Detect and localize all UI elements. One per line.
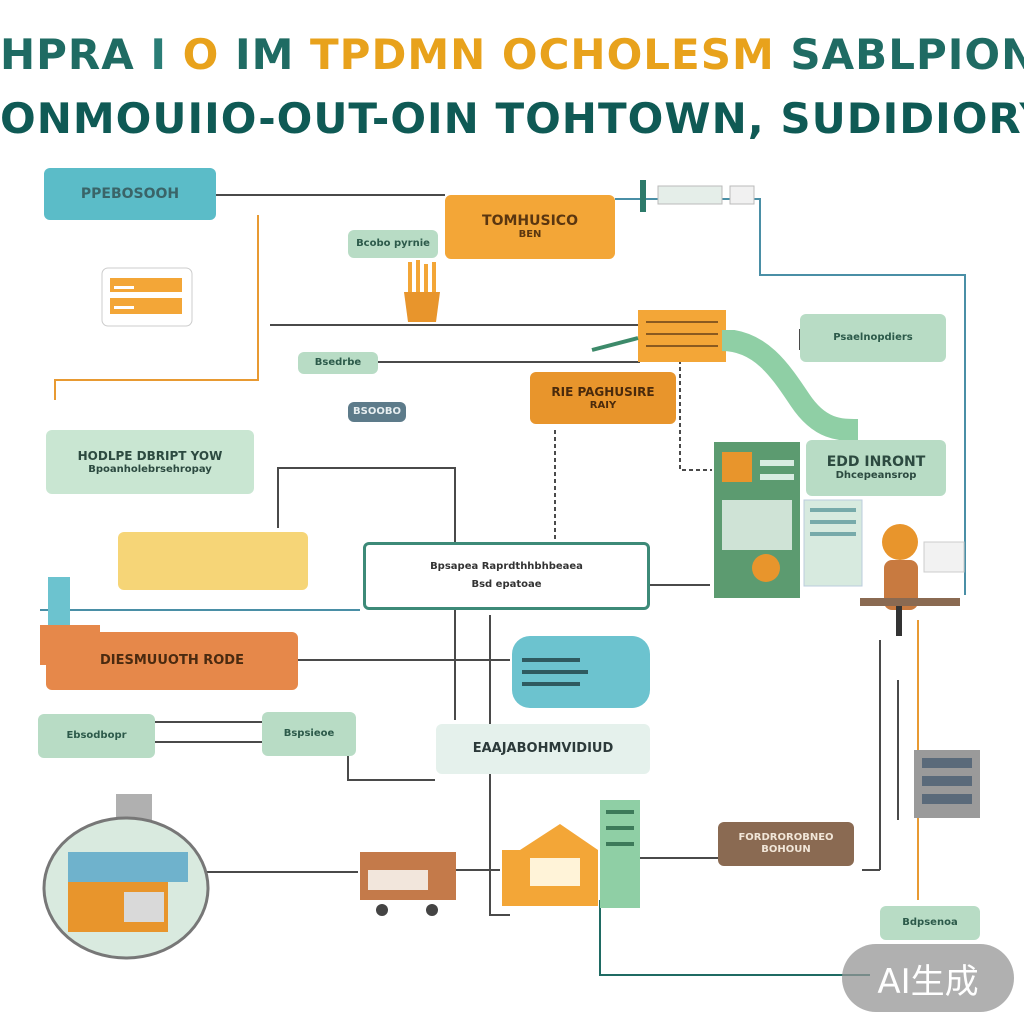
node-eaaja[interactable]: EAAJABOHMVIDIUD	[436, 724, 650, 774]
node-green-mid[interactable]: Bsedrbe	[298, 352, 378, 374]
panel-icon	[803, 499, 863, 587]
node-title: EAAJABOHMVIDIUD	[472, 741, 614, 756]
node-title: BSOOBO	[353, 406, 401, 417]
tall-building-icon	[714, 442, 800, 598]
node-subtitle: BEN	[518, 229, 542, 240]
node-tomhusico[interactable]: TOMHUSICO BEN	[445, 195, 615, 259]
node-subtitle: Ebsodbopr	[66, 730, 127, 741]
node-subtitle: RAIY	[589, 400, 617, 411]
title-line-1: HPRA I O IM TPDMN OCHOLESM SABLPION	[0, 30, 1024, 79]
node-title: PPEBOSOOH	[80, 186, 180, 202]
ai-generated-badge: AI生成	[842, 944, 1014, 1012]
node-title: Bpsapea Raprdthhbhbeaea	[430, 561, 583, 572]
connector-line	[599, 900, 870, 976]
node-title: DIESMUUOTH RODE	[100, 653, 244, 668]
fries-icon	[404, 260, 440, 322]
node-subtitle: Dhcepeansrop	[835, 470, 917, 481]
node-subtitle: Bsd epatoae	[471, 579, 542, 590]
node-green-small[interactable]: Bcobo pyrnie	[348, 230, 438, 258]
node-brown[interactable]: FORDROROBNEO BOHOUN	[718, 822, 854, 866]
node-title: EDD INRONT	[826, 454, 926, 470]
person-at-desk-icon	[860, 524, 965, 636]
node-title: RIE PAGHUSIRE	[551, 385, 655, 399]
node-subtitle: BOHOUN	[761, 844, 811, 855]
title-segment: SABLPION	[790, 30, 1024, 79]
market-house-icon	[502, 824, 598, 906]
connector-line	[679, 360, 712, 471]
connector-line	[54, 215, 259, 400]
title-segment: O	[182, 30, 235, 79]
node-subtitle: Bsedrbe	[314, 357, 362, 368]
node-hodlpe[interactable]: HODLPE DBRIPT YOW Bpoanholebrsehropay	[46, 430, 254, 494]
node-subtitle: Bspsieoe	[283, 728, 335, 739]
connector-line	[347, 742, 435, 781]
server-grid-icon	[914, 750, 980, 818]
node-center-banner[interactable]: Bpsapea Raprdthhbhbeaea Bsd epatoae	[363, 542, 650, 610]
node-teal-top[interactable]: PPEBOSOOH	[44, 168, 216, 220]
factory-dome-icon	[42, 794, 210, 960]
wave-lines-icon	[522, 658, 588, 686]
water-tower-icon	[40, 577, 100, 665]
node-green-left-low[interactable]: Ebsodbopr	[38, 714, 155, 758]
connector-line	[489, 615, 510, 916]
node-yellow[interactable]	[118, 532, 308, 590]
node-title: TOMHUSICO	[482, 213, 578, 229]
connector-line	[277, 467, 456, 545]
node-title: HODLPE DBRIPT YOW	[77, 449, 223, 463]
title-segment: HPRA	[0, 30, 135, 79]
node-bottom-right[interactable]: Bdpsenoa	[880, 906, 980, 940]
sign-post-icon	[640, 180, 755, 212]
title-segment: I	[134, 30, 183, 79]
green-tower-icon	[600, 800, 640, 908]
node-right-green[interactable]: Psaelnopdiers	[800, 314, 946, 362]
node-subtitle: Bpoanholebrsehropay	[88, 464, 212, 475]
ladder-chart-icon	[591, 310, 726, 362]
document-stack-icon	[101, 267, 193, 327]
node-title: FORDROROBNEO	[738, 832, 834, 843]
cart-icon	[360, 852, 456, 916]
node-title: Bdpsenoa	[902, 917, 958, 928]
title-segment: IM	[234, 30, 311, 79]
node-grey-small[interactable]: BSOOBO	[348, 402, 406, 422]
node-subtitle: Psaelnopdiers	[833, 332, 913, 343]
title-segment: OCHOLESM	[501, 30, 791, 79]
node-rie-pagh[interactable]: RIE PAGHUSIRE RAIY	[530, 372, 676, 424]
title-segment: TPDMN	[310, 30, 502, 79]
node-green-mid-low[interactable]: Bspsieoe	[262, 712, 356, 756]
node-subtitle: Bcobo pyrnie	[356, 238, 430, 249]
node-edd-inront[interactable]: EDD INRONT Dhcepeansrop	[806, 440, 946, 496]
green-wave-icon	[721, 330, 859, 440]
title-line-2: ONMOUIIO-OUT-OIN TOHTOWN, SUDIDIORY	[0, 94, 1024, 143]
